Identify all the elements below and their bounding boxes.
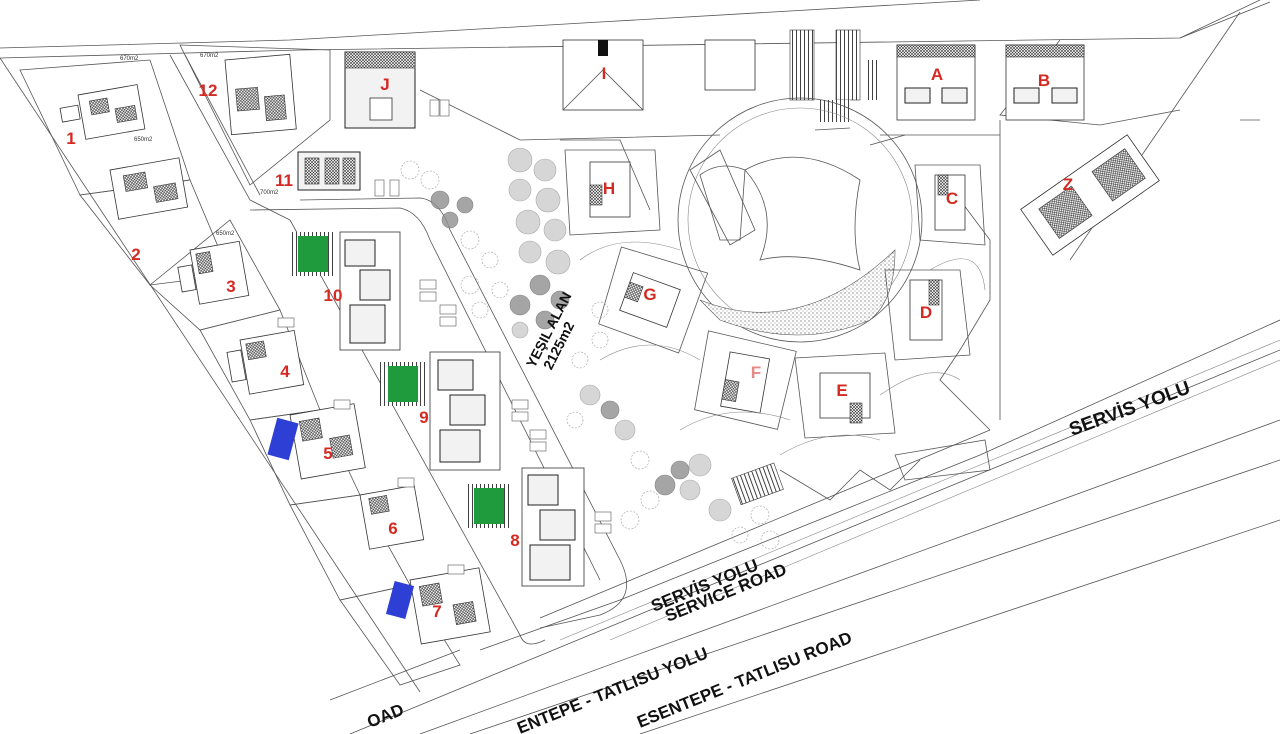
plot-label-1: 1 — [66, 129, 75, 148]
area-plot-3: 650m2 — [216, 231, 235, 237]
pool-7 — [385, 580, 415, 620]
court-9 — [388, 366, 418, 402]
parking-cars — [277, 99, 612, 575]
plot-label-12: 12 — [199, 81, 218, 100]
block-labels: A B C D E F G H I J Z — [380, 64, 1073, 400]
plot-label-4: 4 — [280, 362, 290, 381]
court-8 — [474, 488, 504, 524]
plot-label-6: 6 — [388, 519, 397, 538]
area-plot-12: 670m2 — [200, 53, 219, 59]
plot-label-2: 2 — [131, 245, 140, 264]
block-label-h: H — [603, 179, 615, 198]
block-label-c: C — [946, 189, 958, 208]
block-label-a: A — [931, 65, 943, 84]
area-plot-2: 650m2 — [134, 137, 153, 143]
block-label-z: Z — [1063, 175, 1073, 194]
roads — [169, 54, 1280, 734]
central-complex — [564, 97, 991, 506]
plot-label-8: 8 — [510, 531, 519, 550]
block-label-b: B — [1038, 71, 1050, 90]
pool-5 — [267, 417, 299, 461]
green-area-label: YEŞIL ALAN 2125m2 — [523, 289, 578, 372]
plot-label-11: 11 — [275, 171, 293, 190]
plot-label-10: 10 — [324, 286, 343, 305]
area-labels: 670m2 670m2 650m2 650m2 700m2 — [120, 53, 279, 237]
block-label-g: G — [643, 285, 656, 304]
block-label-i: I — [602, 64, 607, 83]
court-10 — [298, 236, 328, 272]
plot-label-7: 7 — [432, 602, 441, 621]
block-label-f: F — [751, 363, 761, 382]
block-label-e: E — [836, 381, 847, 400]
block-label-d: D — [920, 303, 932, 322]
plot-label-5: 5 — [323, 444, 332, 463]
villas — [59, 53, 491, 645]
block-label-j: J — [380, 75, 389, 94]
plot-label-3: 3 — [226, 277, 235, 296]
road-label-corner: OAD — [364, 700, 406, 732]
area-plot-1: 670m2 — [120, 56, 139, 62]
apartment-blocks — [290, 29, 1160, 587]
plot-label-9: 9 — [419, 408, 428, 427]
road-label-servis-yolu-right: SERVİS YOLU — [1067, 378, 1194, 441]
green-area-trees — [400, 147, 780, 550]
area-plot-11: 700m2 — [260, 190, 279, 196]
